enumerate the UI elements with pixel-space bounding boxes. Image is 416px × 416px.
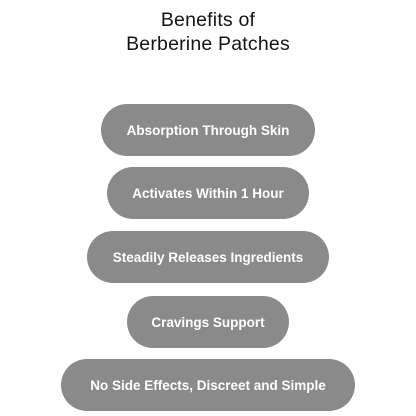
- benefit-pill-activation: Activates Within 1 Hour: [107, 167, 309, 219]
- benefit-pill-absorption: Absorption Through Skin: [101, 104, 315, 156]
- title-line-2: Berberine Patches: [126, 33, 290, 55]
- benefit-pill-no-side-effects: No Side Effects, Discreet and Simple: [61, 359, 355, 411]
- benefit-pill-cravings: Cravings Support: [127, 296, 289, 348]
- title-line-1: Benefits of: [160, 9, 256, 31]
- page-title: Benefits of Berberine Patches: [0, 8, 416, 56]
- benefit-pill-release: Steadily Releases Ingredients: [87, 231, 329, 283]
